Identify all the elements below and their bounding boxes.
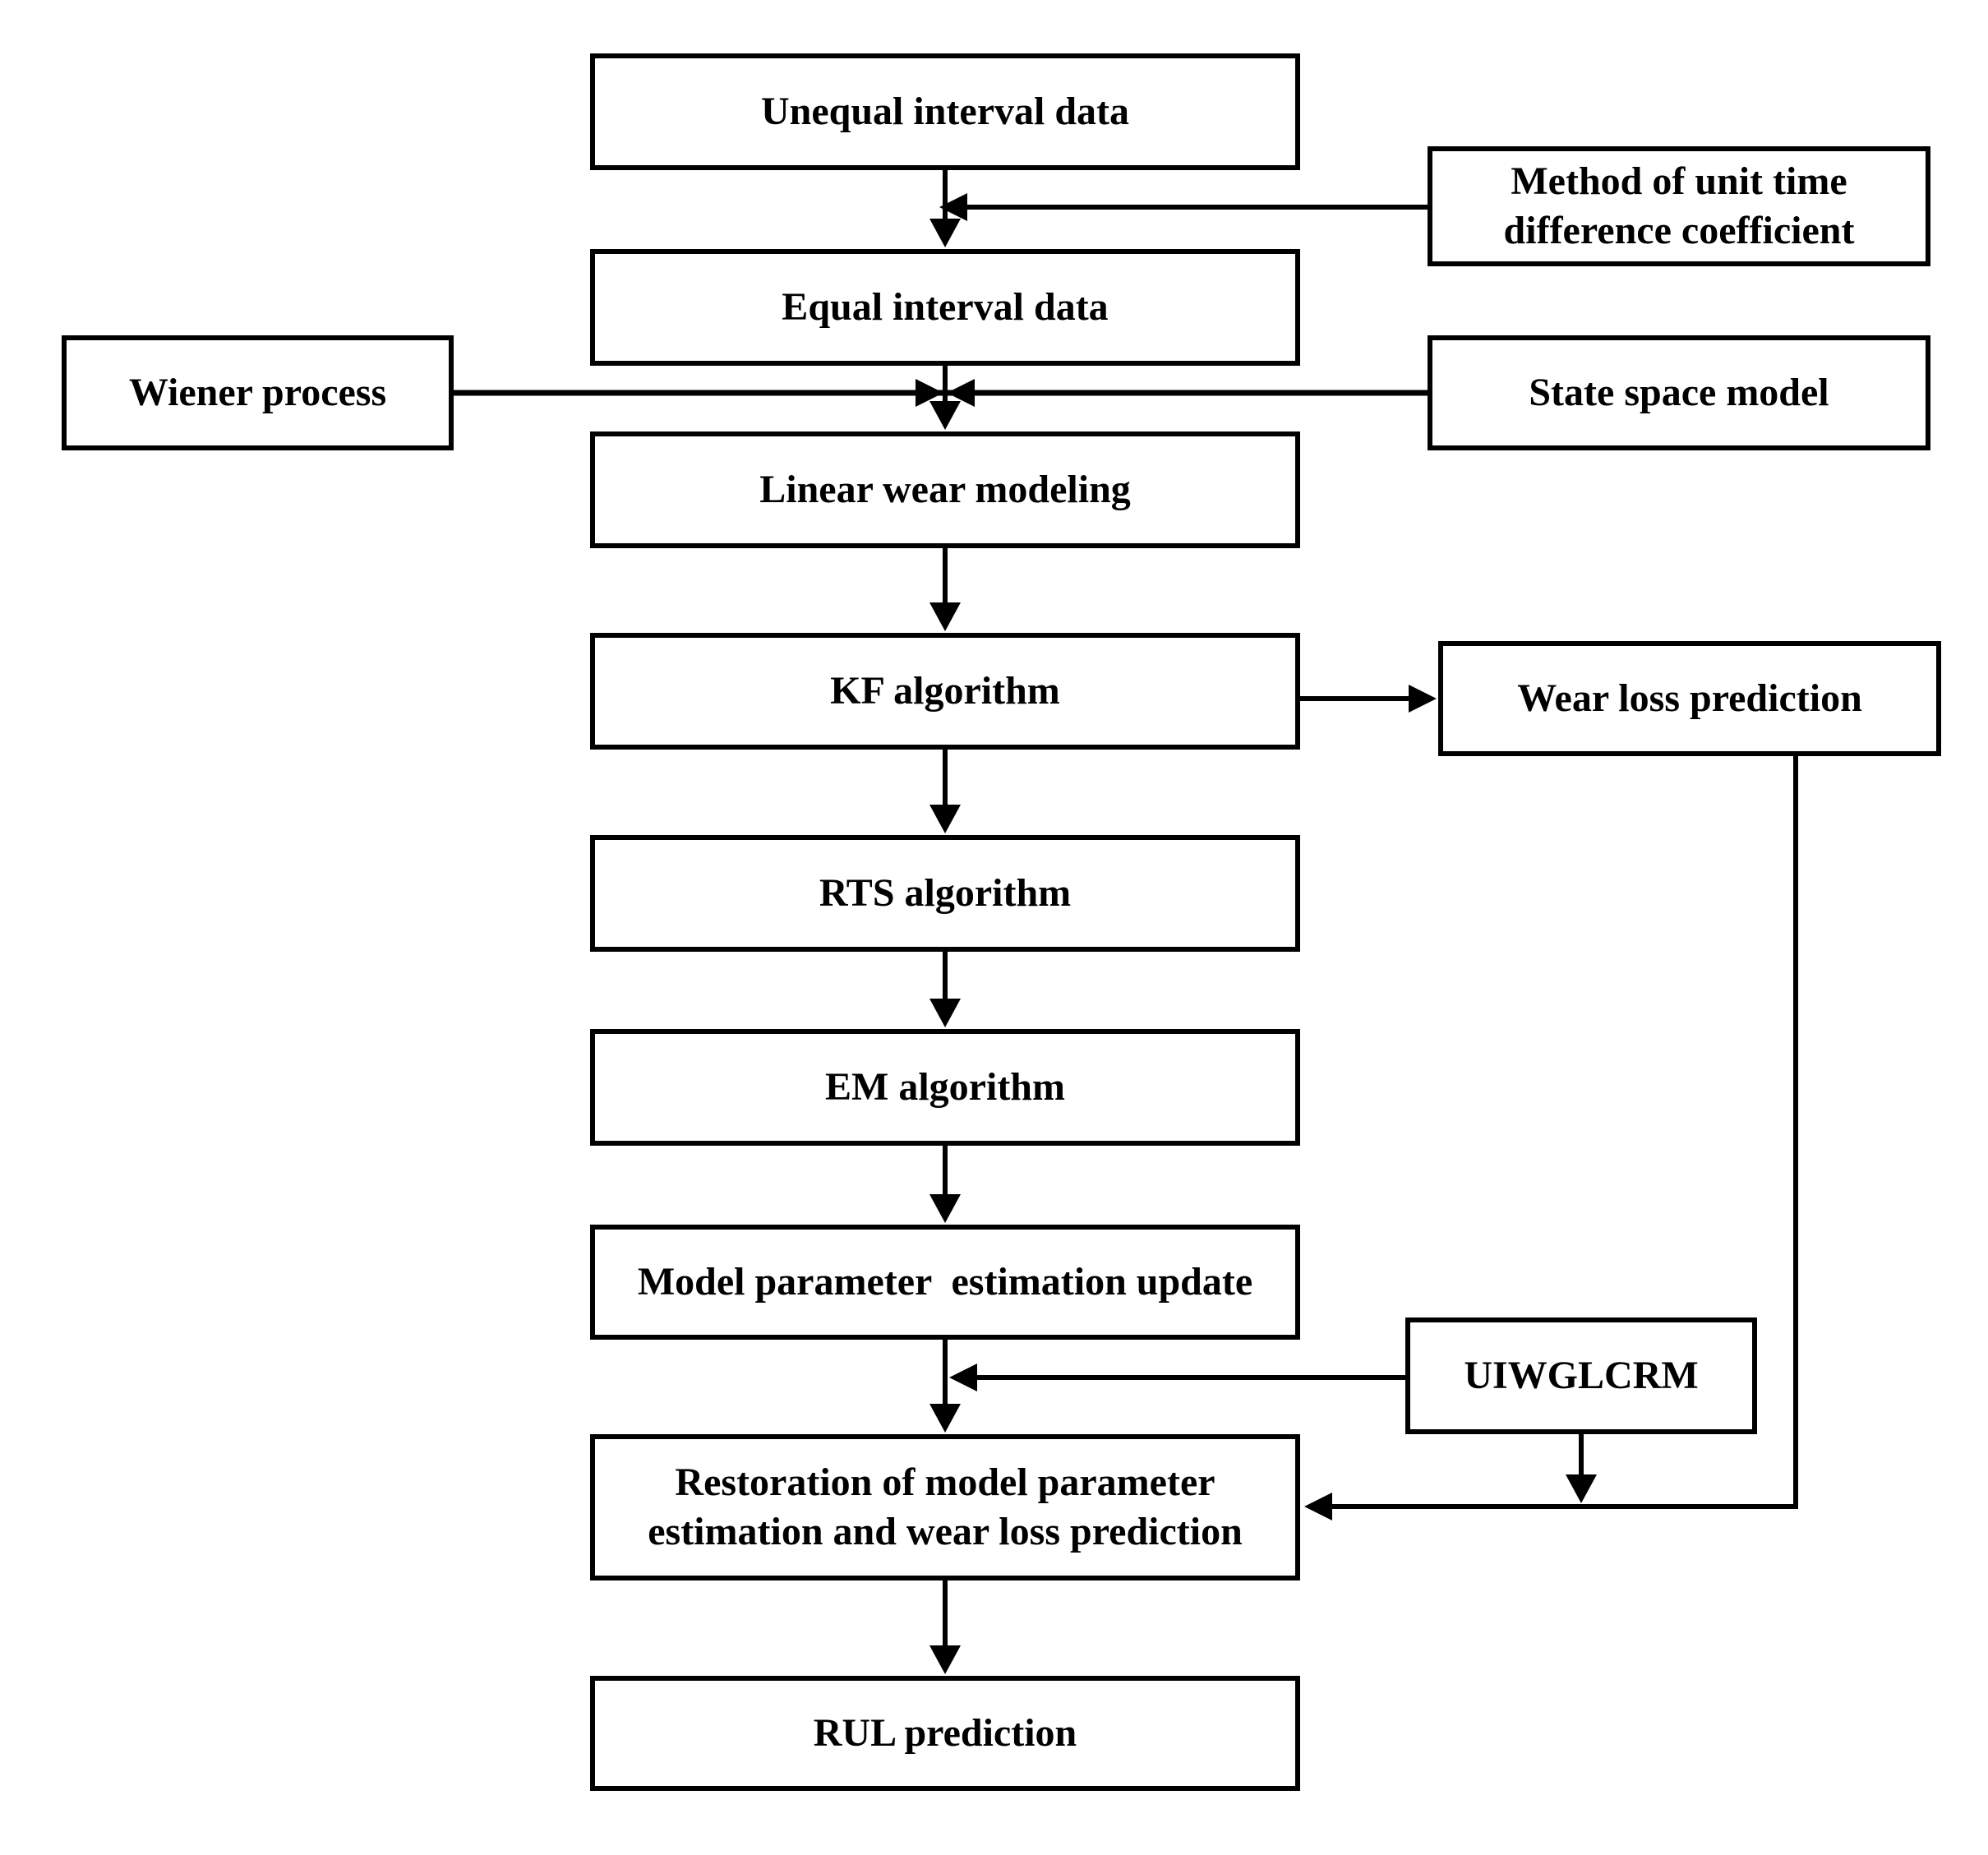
node-label: Equal interval data <box>782 285 1109 329</box>
node-label: Restoration of model parameter estimatio… <box>648 1460 1243 1553</box>
node-label: KF algorithm <box>830 669 1060 713</box>
node-label: UIWGLCRM <box>1464 1354 1699 1397</box>
node-wear-loss-prediction: Wear loss prediction <box>1438 641 1941 756</box>
edge-linear-to-kf <box>929 546 961 631</box>
edge-kf-to-rts <box>929 747 961 833</box>
arrowhead-left-icon <box>1304 1493 1332 1520</box>
node-label: Method of unit time difference coefficie… <box>1503 159 1855 252</box>
arrowhead-left-icon <box>949 1364 977 1391</box>
node-method-of-unit-time-difference-coefficient: Method of unit time difference coefficie… <box>1428 146 1930 266</box>
node-label: Unequal interval data <box>760 90 1130 133</box>
arrowhead-down-icon <box>929 1404 961 1433</box>
node-rts-algorithm: RTS algorithm <box>590 835 1300 952</box>
edge-wear-to-restoration <box>1304 754 1798 1520</box>
node-label: Wear loss prediction <box>1517 676 1862 720</box>
arrowhead-right-icon <box>916 379 943 407</box>
node-linear-wear-modeling: Linear wear modeling <box>590 431 1300 548</box>
arrowhead-left-icon <box>939 193 967 221</box>
node-model-parameter-estimation-update: Model parameter estimation update <box>590 1225 1300 1340</box>
node-uiwglcrm: UIWGLCRM <box>1405 1317 1757 1434</box>
node-state-space-model: State space model <box>1428 335 1930 450</box>
edge-uiwglcrm-to-junction <box>949 1364 1408 1391</box>
node-label: Wiener process <box>128 371 387 414</box>
arrowhead-down-icon <box>929 219 961 247</box>
node-label: Model parameter estimation update <box>637 1260 1253 1304</box>
arrowhead-down-icon <box>1566 1474 1597 1503</box>
arrowhead-right-icon <box>1409 685 1437 713</box>
node-label: RUL prediction <box>813 1711 1077 1755</box>
arrowhead-down-icon <box>929 401 961 430</box>
node-label: RTS algorithm <box>819 871 1072 915</box>
node-equal-interval-data: Equal interval data <box>590 249 1300 366</box>
edge-update-to-restoration <box>929 1337 961 1433</box>
edge-kf-to-wear <box>1298 685 1437 713</box>
edge-rts-to-em <box>929 949 961 1027</box>
node-unequal-interval-data: Unequal interval data <box>590 53 1300 170</box>
edge-restoration-to-rul <box>929 1578 961 1674</box>
arrowhead-down-icon <box>929 602 961 631</box>
node-label: Linear wear modeling <box>759 468 1131 511</box>
edge-method-to-junction <box>939 193 1430 221</box>
node-wiener-process: Wiener process <box>62 335 454 450</box>
node-kf-algorithm: KF algorithm <box>590 633 1300 750</box>
node-label: State space model <box>1529 371 1829 414</box>
node-restoration-of-model-parameter-estimation: Restoration of model parameter estimatio… <box>590 1434 1300 1580</box>
node-label: EM algorithm <box>825 1065 1065 1109</box>
edge-equal-to-linear <box>929 363 961 430</box>
edge-wiener-state-junction <box>451 379 1430 407</box>
edge-em-to-update <box>929 1143 961 1223</box>
edge-uiwglcrm-down <box>1566 1432 1597 1503</box>
arrowhead-down-icon <box>929 1645 961 1674</box>
node-em-algorithm: EM algorithm <box>590 1029 1300 1146</box>
arrowhead-down-icon <box>929 805 961 833</box>
arrowhead-down-icon <box>929 1194 961 1223</box>
node-rul-prediction: RUL prediction <box>590 1676 1300 1791</box>
arrowhead-left-icon <box>947 379 975 407</box>
arrowhead-down-icon <box>929 999 961 1027</box>
